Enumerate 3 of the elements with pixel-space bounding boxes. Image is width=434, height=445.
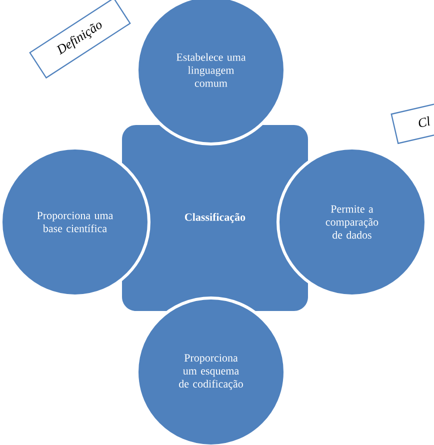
node-label: Classificação xyxy=(184,212,246,223)
node-label: Proporciona um esquema de codificação xyxy=(179,354,243,390)
node-label: Permite a comparação de dados xyxy=(326,205,378,239)
